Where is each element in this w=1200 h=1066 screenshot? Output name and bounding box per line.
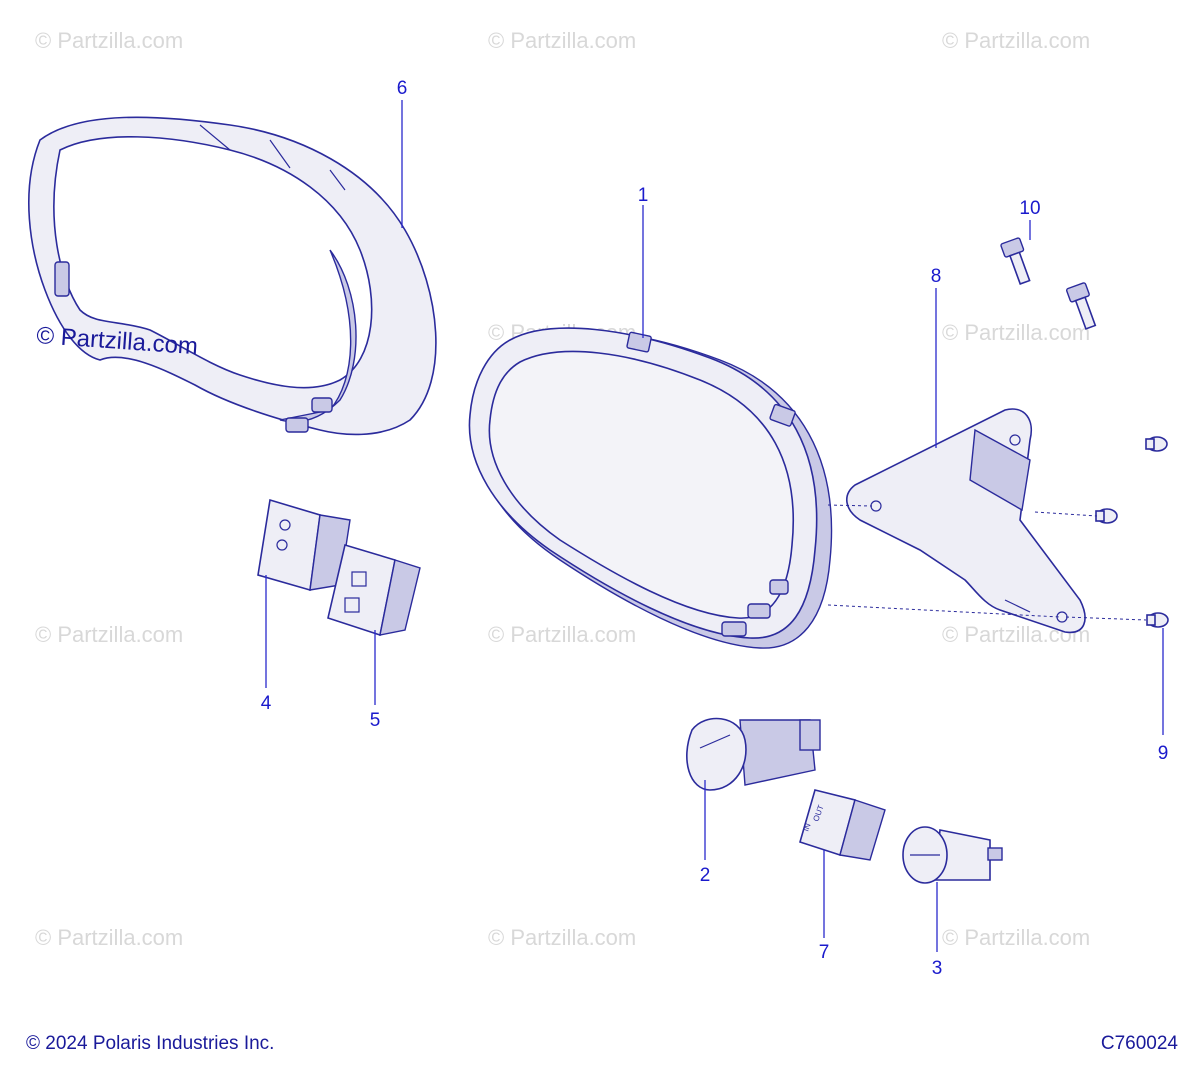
watermark-11: © Partzilla.com	[942, 925, 1090, 950]
watermark-10: © Partzilla.com	[488, 925, 636, 950]
part-4-rocker-switch[interactable]	[257, 498, 351, 592]
watermark-2: © Partzilla.com	[488, 28, 636, 53]
part-10-screws[interactable]	[1000, 237, 1100, 330]
callout-3: 3	[932, 958, 943, 979]
callout-5: 5	[370, 710, 381, 731]
callout-4: 4	[261, 693, 272, 714]
part-6-instrument-hood[interactable]	[28, 116, 437, 436]
watermark-grid: © Partzilla.com © Partzilla.com © Partzi…	[35, 28, 1090, 950]
callout-8: 8	[931, 266, 942, 287]
diagram-code: C760024	[1100, 1033, 1178, 1054]
callout-7: 7	[819, 942, 830, 963]
part-3-power-outlet[interactable]	[902, 826, 1003, 884]
watermark-1: © Partzilla.com	[35, 28, 183, 53]
part-1-instrument-cluster[interactable]	[468, 327, 833, 649]
callout-9: 9	[1158, 743, 1169, 764]
part-8-bracket[interactable]	[846, 408, 1086, 634]
part-5-rocker-switch[interactable]	[327, 543, 421, 637]
callout-6: 6	[397, 78, 408, 99]
watermark-7: © Partzilla.com	[488, 622, 636, 647]
part-7-rocker-switch[interactable]: OUT IN	[799, 789, 886, 861]
switch-in-label: IN	[801, 822, 812, 833]
watermark-3: © Partzilla.com	[942, 28, 1090, 53]
watermark-9: © Partzilla.com	[35, 925, 183, 950]
leader-lines	[265, 100, 1164, 952]
copyright-text: © 2024 Polaris Industries Inc.	[26, 1033, 275, 1054]
callout-10: 10	[1019, 198, 1040, 219]
watermark-6: © Partzilla.com	[35, 622, 183, 647]
part-2-ignition-switch[interactable]	[686, 717, 821, 791]
part-9-rivets[interactable]	[1095, 436, 1169, 628]
callout-1: 1	[638, 185, 649, 206]
callout-2: 2	[700, 865, 711, 886]
alignment-lines	[827, 504, 1147, 621]
callout-labels: 6 1 10 8 4 5 9 2 7 3	[261, 78, 1169, 979]
watermark-5: © Partzilla.com	[942, 320, 1090, 345]
